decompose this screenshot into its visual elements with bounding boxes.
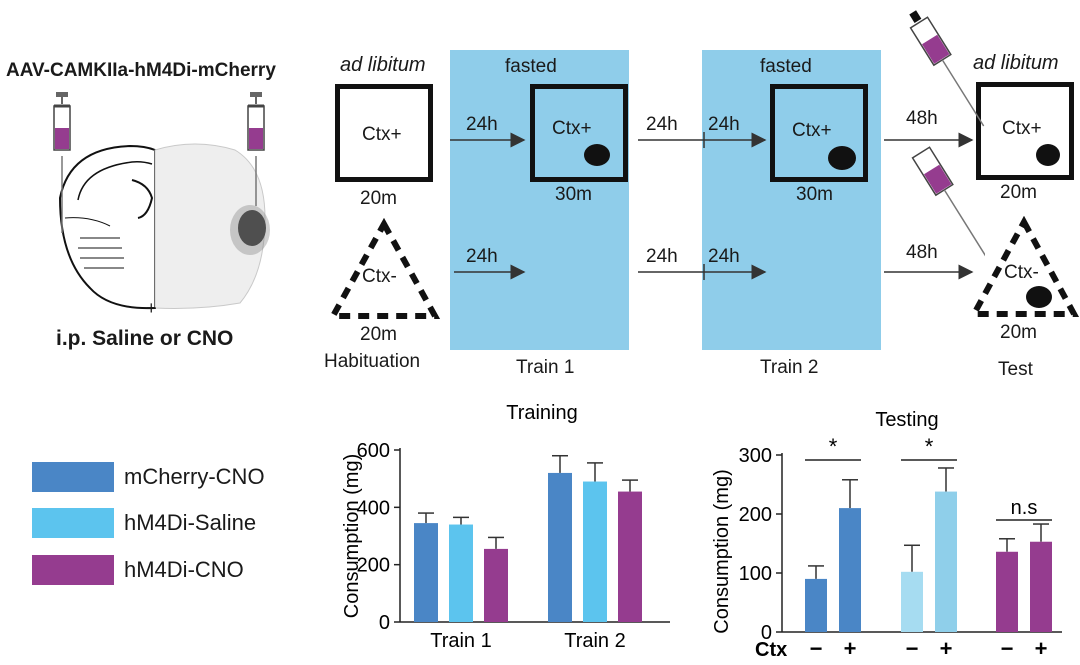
vector-label: AAV-CAMKIIa-hM4Di-mCherry [6,60,276,81]
significance-label: * [925,434,934,459]
train1-duration: 30m [555,184,592,205]
x-tick-label: Train 1 [430,630,492,652]
chart-title: Testing [875,409,938,431]
brain-injection-illustration [53,92,270,310]
ctx-tick-label: − [906,636,919,661]
ctx-tick-label: + [1035,636,1048,661]
habituation-ctx-minus-duration: 20m [360,324,397,345]
legend-swatch-mcherry-cno [32,462,114,492]
interval-label: 24h [466,246,498,267]
y-axis-label: Consumption (mg) [711,469,733,634]
bar-hm4di-cno [996,551,1018,632]
train2-ctx-plus-box [770,84,868,182]
habituation-condition: ad libitum [340,54,426,76]
x-axis-prefix: Ctx [755,639,787,661]
test-ctx-plus-box [976,82,1074,180]
bar-mcherry-cno [839,508,861,632]
interval-label: 24h [646,114,678,135]
y-axis-label: Consumption (mg) [341,454,363,619]
habituation-ctx-plus-duration: 20m [360,188,397,209]
test-ctx-minus-duration: 20m [1000,322,1037,343]
interval-label: 24h [466,114,498,135]
bar-hm4di-cno [484,548,508,622]
legend-label-mcherry-cno: mCherry-CNO [124,464,265,489]
legend-swatch-hm4di-saline [32,508,114,538]
ctx-tick-label: + [940,636,953,661]
x-tick-label: Train 2 [564,630,626,652]
bar-mcherry-cno [414,523,438,622]
interval-label: 48h [906,242,938,263]
food-pellet [1026,286,1052,308]
habituation-stage-label: Habituation [324,351,421,372]
ctx-tick-label: − [810,636,823,661]
bar-hm4di-saline [583,481,607,622]
test-condition: ad libitum [973,52,1059,74]
syringe-icon-left [53,92,71,151]
test-ctx-minus-triangle [968,216,1080,317]
interval-label: 24h [646,246,678,267]
food-pellet [584,144,610,166]
plus-sign: + [146,298,157,318]
bar-hm4di-saline [901,571,923,632]
y-tick-label: 400 [357,497,390,519]
syringe-icon-bottom [911,146,985,259]
train2-panel [702,50,881,350]
test-ctx-plus-duration: 20m [1000,182,1037,203]
bar-hm4di-cno [1030,541,1052,632]
legend-label-hm4di-saline: hM4Di-Saline [124,510,257,535]
ctx-tick-label: − [1001,636,1014,661]
bar-hm4di-cno [618,491,642,622]
interval-label: 24h [708,114,740,135]
interval-label: 24h [708,246,740,267]
train1-ctx-plus-box [530,84,628,182]
y-tick-label: 0 [379,612,390,634]
habituation-ctx-plus-label: Ctx+ [362,124,402,145]
syringe-icon-top [909,10,985,127]
legend-label-hm4di-cno: hM4Di-CNO [124,557,244,582]
bar-hm4di-saline [449,524,473,622]
train1-ctx-plus-label: Ctx+ [552,118,592,139]
y-tick-label: 300 [739,445,772,467]
test-ctx-plus-label: Ctx+ [1002,118,1042,139]
legend-swatch-hm4di-cno [32,555,114,585]
train2-ctx-plus-label: Ctx+ [792,120,832,141]
significance-label: * [829,434,838,459]
test-injection-syringes [909,10,985,259]
injection-label: i.p. Saline or CNO [56,327,234,350]
food-pellet [828,146,856,170]
train1-condition: fasted [505,56,557,77]
y-tick-label: 200 [357,555,390,577]
y-tick-label: 600 [357,440,390,462]
y-tick-label: 100 [739,563,772,585]
histology-image [154,143,270,309]
brain-section-icon [58,144,156,310]
y-tick-label: 200 [739,504,772,526]
test-stage-label: Test [998,359,1033,380]
bar-hm4di-saline [935,491,957,632]
bar-mcherry-cno [805,578,827,632]
train2-duration: 30m [796,184,833,205]
food-pellet [1036,144,1060,166]
ctx-tick-label: + [844,636,857,661]
train1-panel [450,50,629,350]
bar-mcherry-cno [548,472,572,622]
habituation-ctx-minus-triangle [327,218,441,319]
test-ctx-minus-label: Ctx- [1004,262,1039,283]
syringe-icon-right [247,92,265,151]
train2-condition: fasted [760,56,812,77]
train2-stage-label: Train 2 [760,357,819,378]
timeline-arrows [450,132,974,280]
chart-title: Training [506,402,578,424]
train1-stage-label: Train 1 [516,357,575,378]
significance-label: n.s [1011,497,1038,519]
y-tick-label: 0 [761,622,772,644]
habituation-ctx-plus-box [335,84,433,182]
interval-label: 48h [906,108,938,129]
habituation-ctx-minus-label: Ctx- [362,266,397,287]
